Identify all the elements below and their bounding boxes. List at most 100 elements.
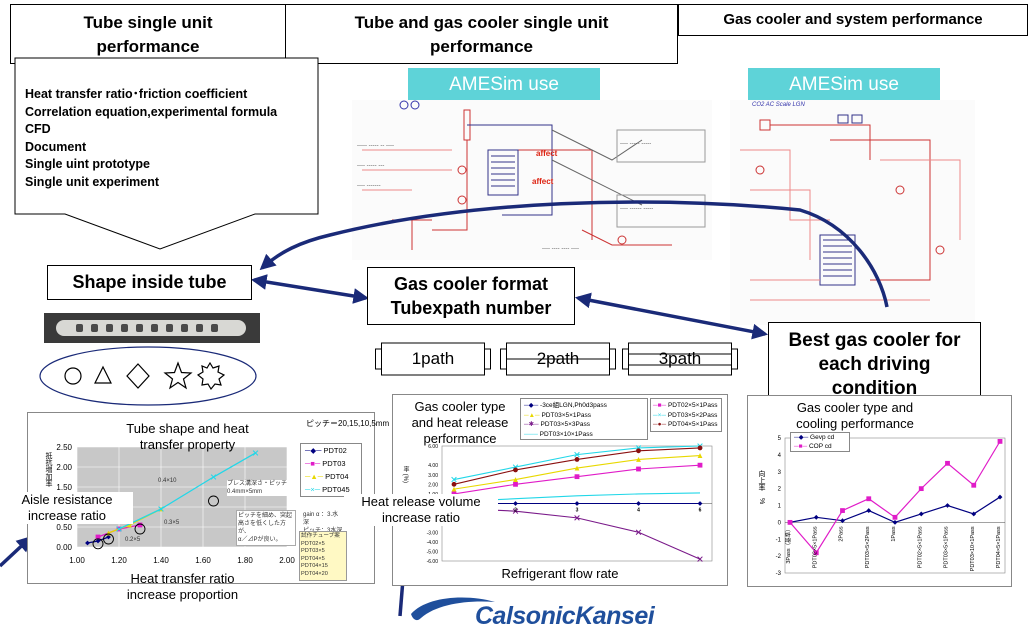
amesim-schematic-right: CO2 AC Scale LGN <box>730 100 975 325</box>
chart1-highlight-ring <box>134 523 146 535</box>
circle-shape-icon <box>64 367 82 385</box>
chart3-point <box>945 503 950 508</box>
chart1-prototype-item: PDT02×5 <box>301 540 325 547</box>
chart2-ytick: 4.00 <box>428 463 438 469</box>
svg-text:---- ----- ---: ---- ----- --- <box>357 163 384 169</box>
chart1-legend-item: ─▲─ PDT04 <box>305 472 349 481</box>
chart1-title-line2: transfer property <box>139 437 236 452</box>
chart2-point <box>636 501 641 506</box>
node-shape-inside-tube-label: Shape inside tube <box>72 272 227 292</box>
chart2-legend-item: ─── PDT03×10×1Pass <box>524 430 593 438</box>
chart1-point <box>137 522 143 528</box>
topic-item: Correlation equation,experimental formul… <box>25 104 278 119</box>
chart2-point <box>574 465 580 471</box>
chart2-heat-release-label: Heat release volume increase ratio <box>344 494 498 526</box>
chart2-legend-item: ─×─ PDT03×5×2Pass <box>653 411 718 419</box>
chart3-xtick: PDT03×10×1Pass <box>970 526 976 571</box>
svg-text:---- ------ -----: ---- ------ ----- <box>620 206 653 212</box>
chart1-point-label-2: 0.2×5 <box>125 537 141 543</box>
chart1-prototype-title: 試作チューブ案 <box>301 533 340 539</box>
path-box-3-frame <box>622 342 738 376</box>
chart1-aisle-line1: Aisle resistance <box>21 492 113 507</box>
chart3-ylabel: 向上率 % <box>758 470 765 505</box>
chart1-ytick: 0.50 <box>56 523 72 532</box>
topic-item: Single unit experiment <box>25 174 160 189</box>
chart2-heat-release-line1: Heat release volume <box>361 494 481 509</box>
node-gas-cooler-format-line2: Tubexpath number <box>390 298 552 318</box>
node-best-gas-cooler-line3: condition <box>831 378 918 399</box>
chart1-prototype-item: PDT04×20 <box>301 570 328 577</box>
chart3-ytick: 0 <box>778 520 782 526</box>
chart3-plot-area <box>784 437 1006 574</box>
chart3-legend-label-0: Gevp cd <box>810 434 835 441</box>
path-label-3: 3path <box>658 349 702 368</box>
chart2-title: Gas cooler type and heat release perform… <box>405 399 515 447</box>
chart3-ytick: 1 <box>778 504 782 510</box>
tube-cross-section-photo <box>44 313 260 343</box>
chart3-point <box>971 482 977 488</box>
chart1-prototype-item: PDT04×5 <box>301 555 325 562</box>
header-system: Gas cooler and system performance <box>678 4 1028 36</box>
chart2-legend-label-5: PDT03×5×2Pass <box>667 411 718 419</box>
affect-label-2: affect <box>532 177 554 186</box>
chart1-point <box>127 522 132 528</box>
node-best-gas-cooler-line1: Best gas cooler for <box>788 330 961 351</box>
chart2-ytick: -4.00 <box>427 540 439 546</box>
chart2-point <box>451 491 457 497</box>
calsonic-kansei-logo: CalsonicKansei <box>407 592 692 632</box>
chart2-heat-release-line2: increase ratio <box>381 510 461 525</box>
chart1-ylabel: 抵抗増加率 <box>45 452 52 487</box>
chart1-annotation-1: プレス溝深さ・ピッチ 0.4mm×5mm <box>227 480 297 496</box>
chart2-legend-label-2: PDT03×5×3Pass <box>540 421 590 428</box>
chart2-ytick: -3.00 <box>427 530 439 536</box>
diamond-shape-icon <box>126 363 150 389</box>
chart3-title-line2: cooling performance <box>796 416 914 431</box>
affect-label-1: affect <box>536 149 558 158</box>
chart1-ytick: 2.00 <box>56 463 72 472</box>
chart2-ytick: -5.00 <box>427 549 439 555</box>
chart2-ytick: 3.00 <box>428 473 438 479</box>
chart3-point <box>971 511 977 517</box>
chart3-point <box>840 508 845 513</box>
header-tube-single: Tube single unit performance <box>10 4 286 64</box>
chart3-legend-item: ─◆─ Gevp cd <box>794 434 835 441</box>
path-label-2: 2path <box>536 349 580 368</box>
path-box-1: 1path <box>375 341 491 377</box>
chart1-series-line <box>118 452 256 530</box>
chart1-legend-item: ─◆─ PDT02 <box>305 446 347 455</box>
chart2-ytick: 2.00 <box>428 482 438 488</box>
chart2-point <box>451 476 457 483</box>
chart1-point <box>85 540 90 546</box>
chart3-xtick: PDT02×5×1Pass <box>917 526 923 568</box>
chart3-legend-label-1: COP cd <box>808 443 832 450</box>
chart1-prototype-list: 試作チューブ案 PDT02×5 PDT03×5 PDT04×5 PDT04×15… <box>299 531 347 581</box>
chart3-point <box>918 511 924 517</box>
chart2-point <box>574 501 580 506</box>
chart3-ytick: 5 <box>778 436 782 442</box>
chart1-highlight-ring <box>103 533 114 545</box>
chart2-legend-item: ─▲─ PDT03×5×1Pass <box>524 411 591 419</box>
chart3-title-line1: Gas cooler type and <box>796 400 914 415</box>
chart1-aisle-label: Aisle resistance increase ratio <box>1 492 133 524</box>
chart2-point <box>574 474 580 480</box>
chart1-pitch-note: ピッチ＝20,15,10,5mm <box>306 419 390 428</box>
chart2-xtick: 3 <box>576 508 579 514</box>
node-gas-cooler-format-line1: Gas cooler format <box>393 274 549 294</box>
chart2-title-line2: and heat release <box>411 415 509 430</box>
star-shape-icon <box>163 361 193 390</box>
chart2-ylabel: 率 (%) <box>402 466 408 483</box>
calsonic-kansei-swoosh-icon <box>411 597 495 621</box>
chart1-annotation-2: ピッチを細め、突起 高さを低くした方が、 α／⊿Pが良い。 <box>236 510 296 546</box>
chart1-title-line1: Tube shape and heat <box>126 421 249 436</box>
chart2-xtick: 6 <box>699 508 702 514</box>
chart2-point <box>636 466 641 472</box>
chart1-aisle-line2: increase ratio <box>27 508 107 523</box>
path-box-2: 2path <box>500 341 616 377</box>
chart1-annotation-2-line3: α／⊿Pが良い。 <box>238 537 282 543</box>
chart1-legend-label-0: PDT02 <box>323 446 347 455</box>
path-box-1-frame <box>375 342 491 376</box>
tube-shapes-ellipse <box>39 346 257 406</box>
chart1-point-label-0: 0.4×10 <box>158 478 177 484</box>
chart1-legend-label-1: PDT03 <box>322 459 346 468</box>
chart2-legend-right: ─■─ PDT02×5×1Pass ─×─ PDT03×5×2Pass ─●─ … <box>650 398 722 432</box>
